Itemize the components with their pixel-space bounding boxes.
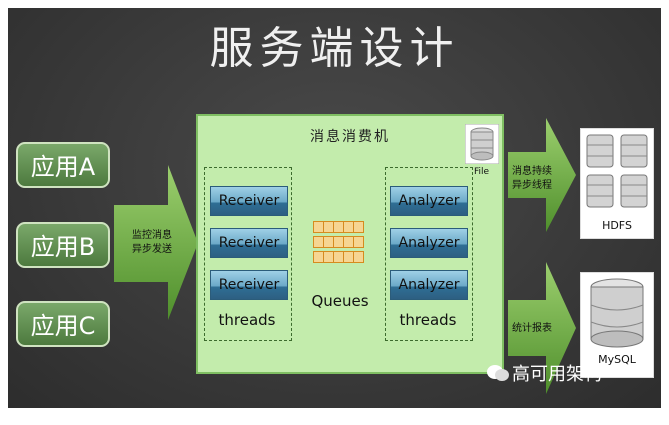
monitor-arrow-line2: 异步发送 — [132, 244, 172, 255]
app-box-a: 应用A — [16, 142, 110, 188]
file-database-icon — [465, 124, 499, 164]
receiver-bar-1: Receiver — [210, 186, 288, 216]
analyzer-threads-group — [385, 167, 473, 341]
analyzer-bar-2: Analyzer — [390, 228, 468, 258]
monitor-arrow — [114, 165, 198, 320]
wechat-icon — [487, 365, 509, 381]
receiver-threads-group — [204, 167, 292, 341]
hdfs-box: HDFS — [580, 128, 654, 239]
analyzer-bar-1: Analyzer — [390, 186, 468, 216]
consumer-title: 消息消费机 — [310, 129, 390, 145]
hdfs-arrow-label: 消息持续 异步线程 — [510, 165, 554, 193]
queue-row-2 — [313, 236, 364, 248]
queues-label: Queues — [311, 292, 369, 310]
hdfs-arrow — [508, 118, 576, 232]
queue-row-3 — [313, 251, 364, 263]
hdfs-label: HDFS — [602, 219, 632, 232]
watermark-text: 高可用架构 — [512, 364, 602, 385]
monitor-arrow-label: 监控消息 异步发送 — [124, 229, 180, 257]
file-label: File — [474, 167, 490, 177]
hdfs-cluster-icon — [586, 134, 648, 208]
analyzer-bar-3: Analyzer — [390, 270, 468, 300]
app-box-c: 应用C — [16, 301, 110, 347]
mysql-label: MySQL — [598, 353, 636, 366]
receiver-bar-2: Receiver — [210, 228, 288, 258]
mysql-box: MySQL — [580, 272, 654, 378]
monitor-arrow-line1: 监控消息 — [132, 230, 172, 241]
hdfs-arrow-line2: 异步线程 — [512, 180, 552, 191]
diagram-title: 服务端设计 — [209, 23, 460, 74]
receiver-threads-label: threads — [218, 311, 276, 329]
receiver-bar-3: Receiver — [210, 270, 288, 300]
analyzer-threads-label: threads — [399, 311, 457, 329]
report-arrow — [508, 262, 576, 394]
hdfs-arrow-line1: 消息持续 — [512, 166, 552, 177]
app-box-b: 应用B — [16, 222, 110, 268]
report-arrow-label: 统计报表 — [512, 323, 552, 334]
queue-row-1 — [313, 221, 364, 233]
mysql-database-icon — [590, 278, 644, 348]
